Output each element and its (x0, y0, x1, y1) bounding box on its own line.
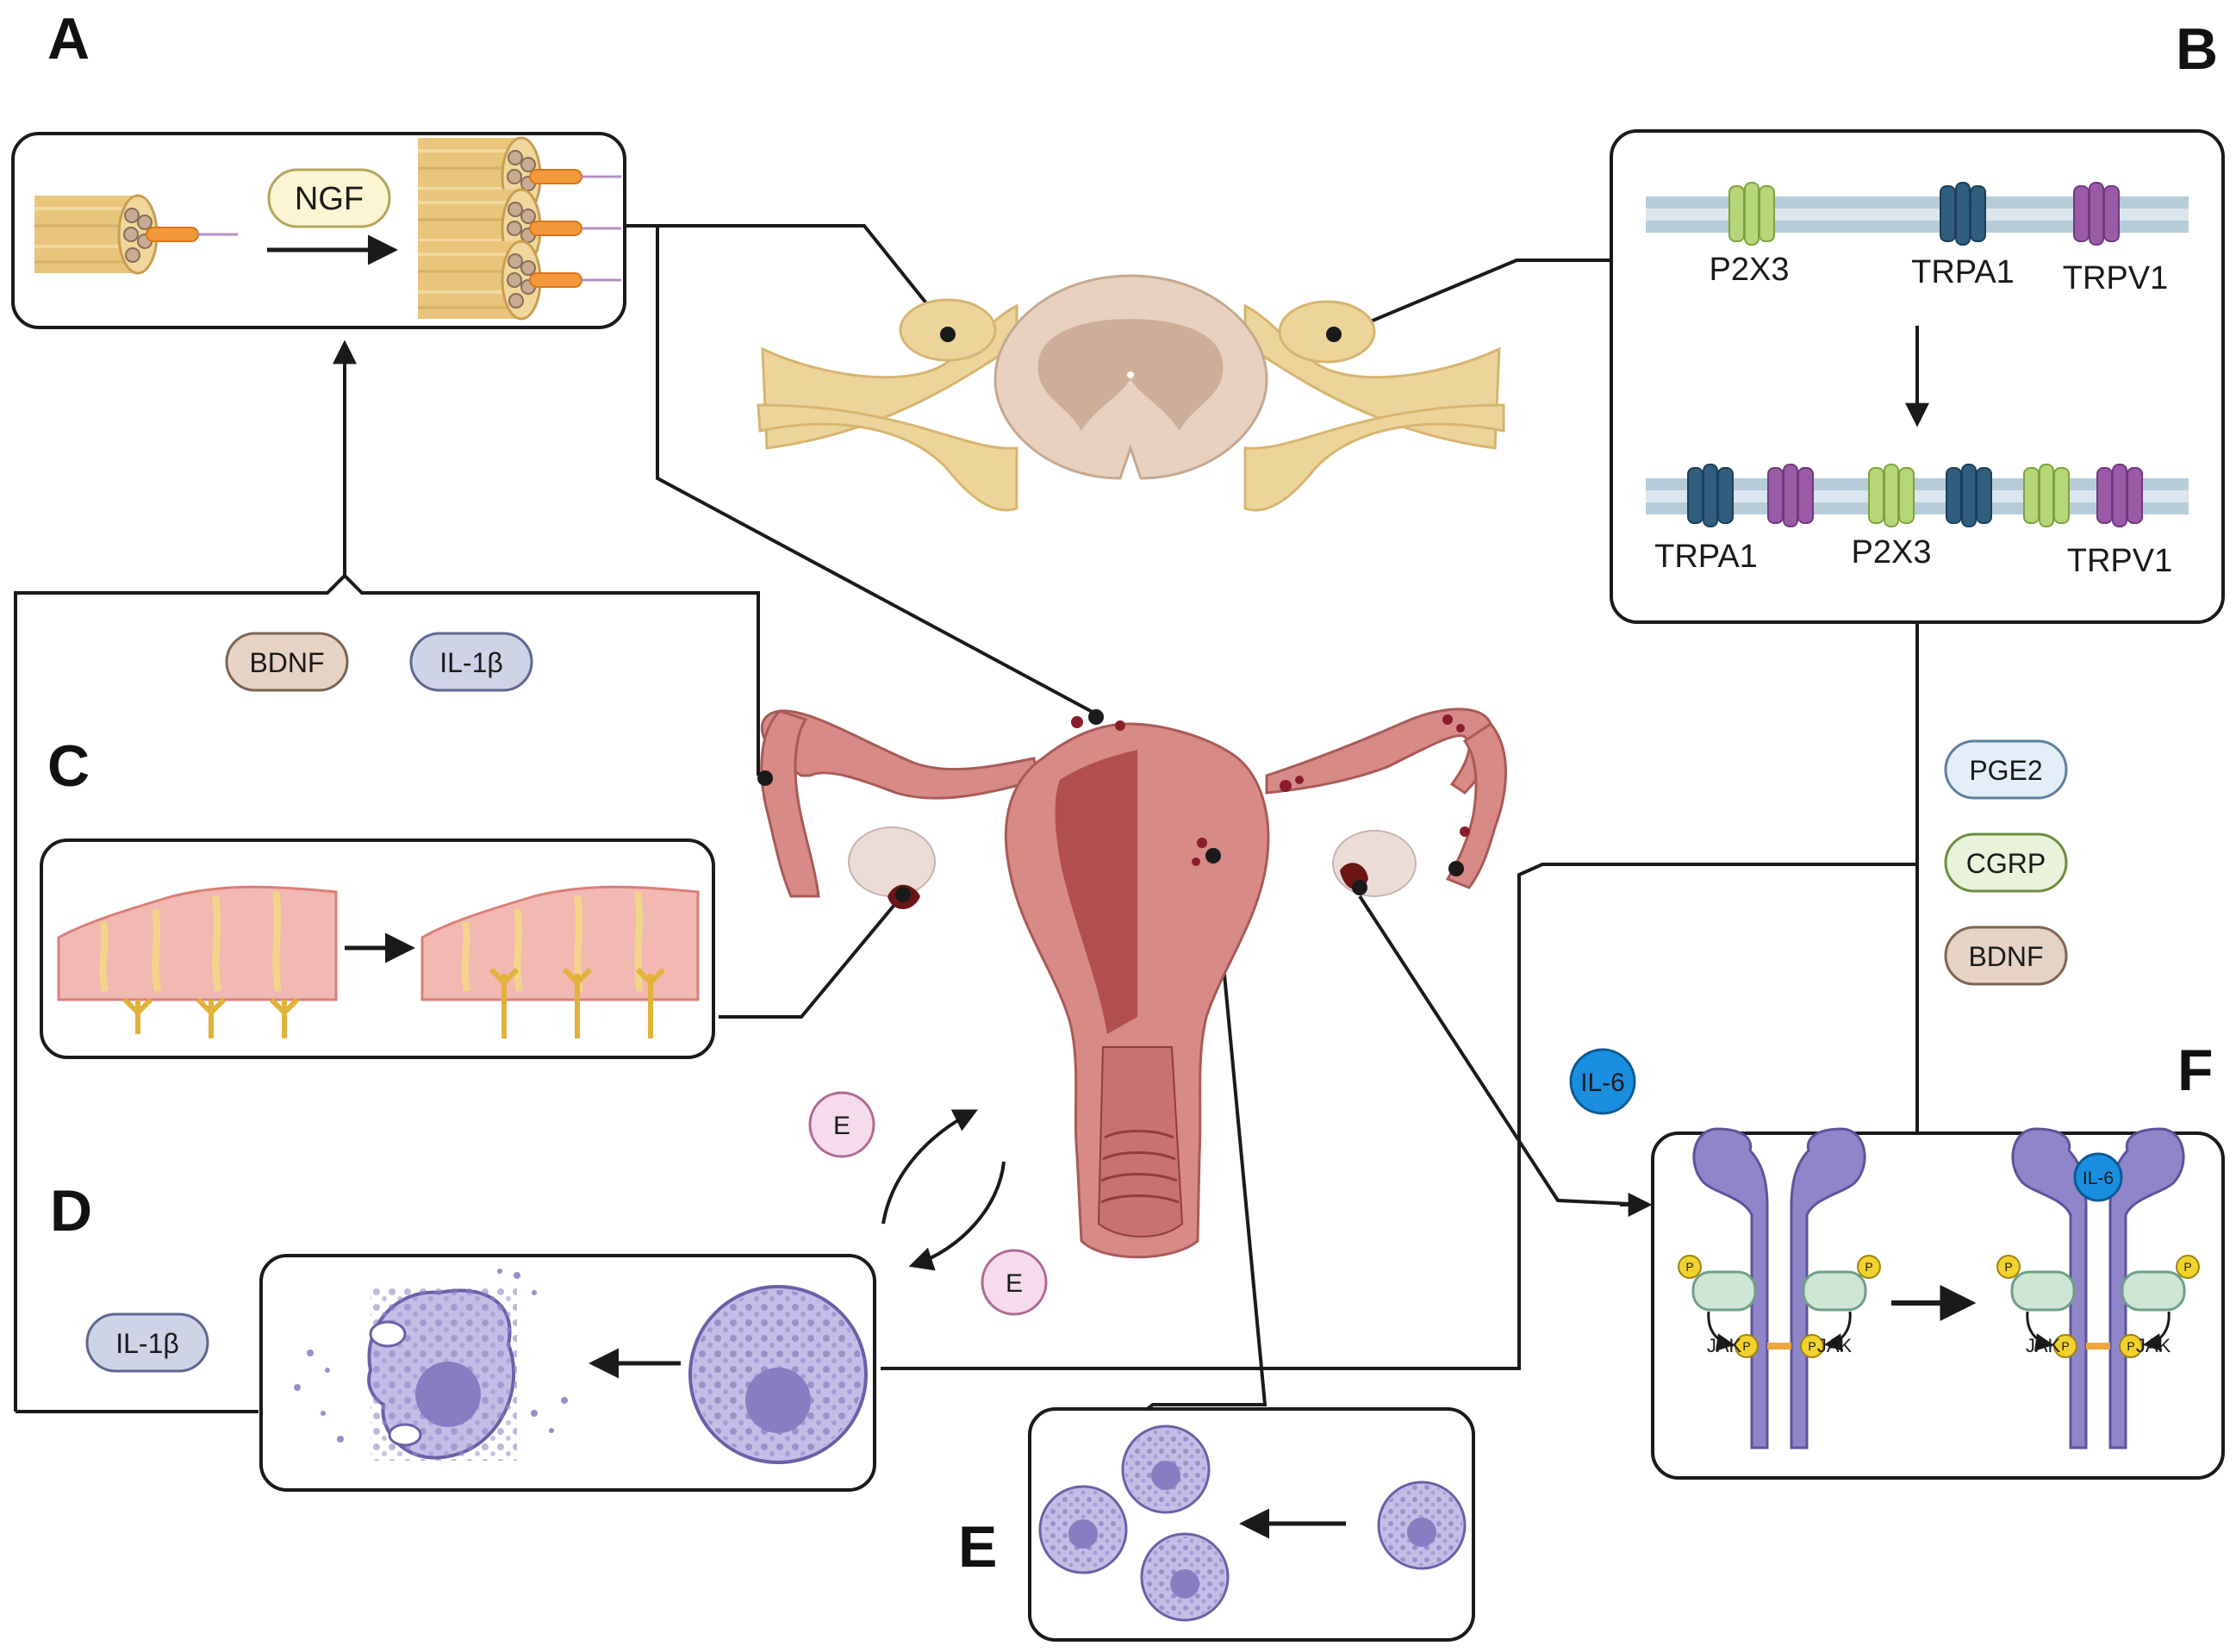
il6-badge: IL-6 (1569, 1048, 1636, 1115)
trpv1-receptor-icon (1767, 464, 1814, 527)
receptor-label-trpv1-bottom: TRPV1 (2067, 543, 2172, 579)
ngf-badge (267, 168, 391, 228)
pge2-label: PGE2 (1969, 755, 2042, 786)
cell-icon (1038, 1485, 1128, 1574)
jak-label-4: JAK (2136, 1335, 2171, 1356)
connector-lines (14, 224, 1919, 1418)
mast-cell-icon (688, 1285, 868, 1464)
panel-a-box: NGF (11, 132, 626, 329)
spinal-cord-icon (757, 274, 1505, 512)
bdnf-badge-top: BDNF (225, 632, 349, 692)
phospho-label: P (1808, 1339, 1816, 1353)
estrogen-badge-1: E (808, 1091, 875, 1158)
panel-f-box: IL-6 JAK JAK JAK JAK P P P P P P P P (1651, 1129, 2225, 1480)
cell-icon (1121, 1424, 1211, 1514)
il1b-badge-top: IL-1β (409, 632, 533, 692)
il1b-badge-bottom: IL-1β (85, 1312, 209, 1373)
estrogen-badge-2: E (981, 1249, 1048, 1316)
panel-label-e: E (958, 1514, 997, 1580)
phospho-label: P (1865, 1260, 1872, 1274)
estrogen-label-1: E (833, 1112, 850, 1140)
il6-bound-badge: IL-6 (2073, 1152, 2123, 1202)
ngf-label: NGF (295, 181, 364, 217)
il1b-label-top: IL-1β (439, 647, 503, 678)
phospho-label: P (2004, 1260, 2012, 1274)
cgrp-badge: CGRP (1944, 832, 2068, 893)
phospho-label: P (2127, 1339, 2134, 1353)
endometrium-tissue-icon (420, 885, 700, 1038)
cell-icon (1377, 1481, 1467, 1570)
phospho-label: P (2061, 1339, 2069, 1353)
uterus-icon (757, 708, 1507, 1259)
bdnf-badge-right: BDNF (1944, 926, 2068, 986)
trpa1-receptor-icon (1940, 182, 1986, 246)
degranulating-cell-icon (294, 1269, 568, 1461)
estrogen-label-2: E (1006, 1269, 1023, 1298)
p2x3-receptor-icon (1728, 182, 1775, 246)
receptor-label-p2x3-top: P2X3 (1710, 252, 1790, 288)
bdnf-label-right: BDNF (1968, 941, 2043, 972)
il6-label: IL-6 (1580, 1069, 1625, 1097)
pge2-badge: PGE2 (1944, 739, 2068, 800)
panel-label-a: A (47, 6, 90, 72)
trpv1-receptor-icon (2073, 182, 2120, 246)
panel-label-b: B (2176, 16, 2218, 82)
receptor-label-trpv1-top: TRPV1 (2063, 260, 2168, 296)
panel-c-box (40, 838, 715, 1059)
cell-icon (1140, 1532, 1230, 1622)
panel-label-d: D (50, 1178, 92, 1244)
p2x3-receptor-icon (1868, 464, 1915, 527)
phospho-label: P (1685, 1260, 1693, 1274)
jak-label-3: JAK (2026, 1335, 2061, 1356)
receptor-label-trpa1-top: TRPA1 (1911, 254, 2015, 290)
endometrium-tissue-icon (57, 885, 338, 1038)
panel-b-box: P2X3 TRPA1 TRPV1 TRPA1 P2X3 TRPV1 (1610, 129, 2225, 624)
jak-label-2: JAK (1817, 1335, 1853, 1356)
phospho-label: P (2183, 1260, 2191, 1274)
il6-bound-label: IL-6 (2083, 1169, 2114, 1188)
panel-label-c: C (47, 733, 90, 799)
p2x3-receptor-icon (2023, 464, 2070, 527)
panel-e-box (1028, 1407, 1475, 1642)
receptor-label-trpa1-bottom: TRPA1 (1654, 539, 1758, 575)
cgrp-label: CGRP (1966, 848, 2046, 879)
panel-label-f: F (2177, 1038, 2214, 1103)
trpa1-receptor-icon (1687, 464, 1734, 527)
trpv1-receptor-icon (2096, 464, 2143, 527)
estrogen-cycle-arrows (881, 1109, 1006, 1271)
phospho-label: P (1742, 1339, 1750, 1353)
il1b-label-bottom: IL-1β (115, 1328, 179, 1359)
jak-label-1: JAK (1707, 1335, 1742, 1356)
receptor-label-p2x3-bottom: P2X3 (1852, 534, 1932, 570)
panel-d-box (259, 1254, 876, 1492)
bdnf-label-top: BDNF (249, 647, 324, 678)
trpa1-receptor-icon (1946, 464, 1992, 527)
membrane-icon (1646, 196, 2189, 233)
